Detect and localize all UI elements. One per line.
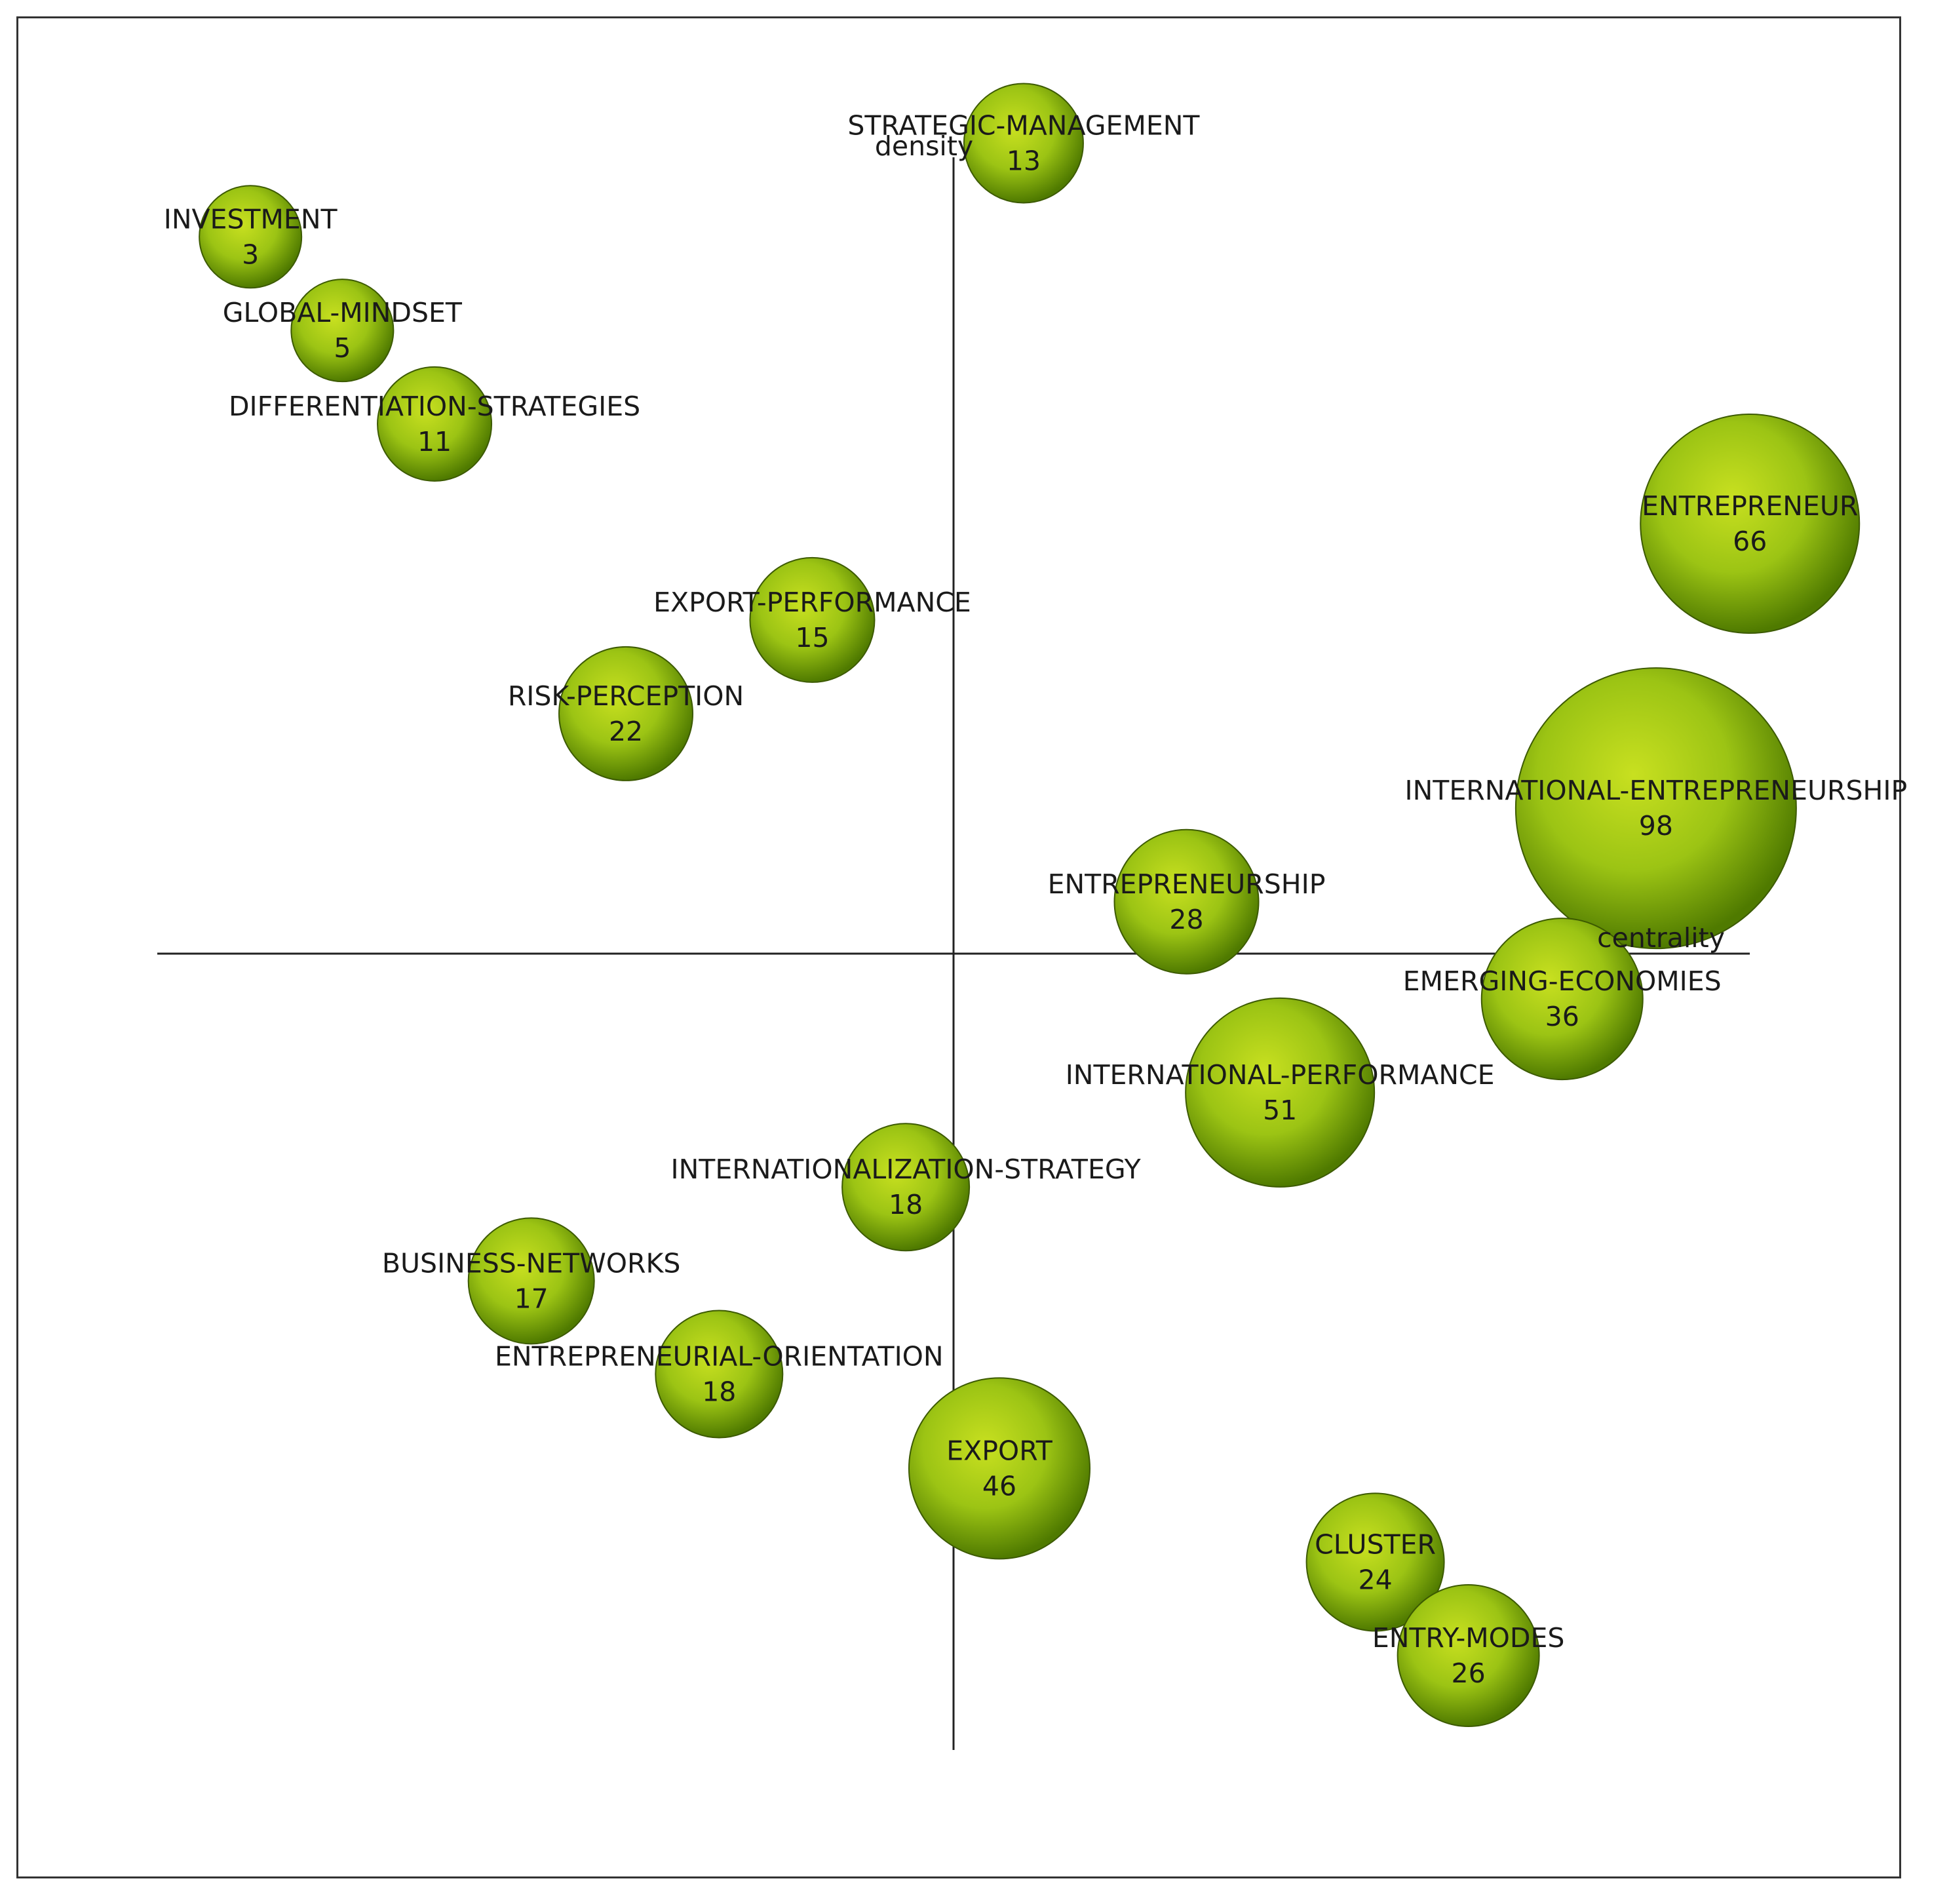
bubble-value: 66 — [1733, 526, 1767, 557]
bubble-value: 51 — [1263, 1095, 1297, 1126]
bubble-export-performance — [749, 556, 876, 683]
bubble-entry-modes — [1397, 1584, 1540, 1728]
bubble-label: STRATEGIC-MANAGEMENT — [847, 109, 1200, 141]
bubble-label: RISK-PERCEPTION — [508, 680, 744, 712]
bubble-value: 22 — [609, 716, 643, 747]
bubble-label: ENTREPRENEURSHIP — [1048, 868, 1326, 900]
bubble-entrepreneurial-orientation — [655, 1310, 784, 1439]
bubble-value: 13 — [1007, 145, 1041, 176]
bubble-risk-perception — [558, 646, 694, 781]
bubble-label: BUSINESS-NETWORKS — [382, 1247, 681, 1279]
bubble-value: 17 — [514, 1283, 549, 1314]
bubble-label: EXPORT — [946, 1435, 1052, 1466]
bubble-internationalization-strategy — [841, 1123, 971, 1252]
bubble-value: 5 — [334, 332, 351, 364]
bubble-differentiation-strategies — [377, 366, 493, 482]
bubble-label: DIFFERENTIATION-STRATEGIES — [229, 391, 640, 422]
bubble-value: 98 — [1639, 810, 1673, 842]
bubble-value: 24 — [1358, 1564, 1392, 1595]
bubble-label: CLUSTER — [1315, 1528, 1436, 1560]
bubble-strategic-management — [963, 83, 1084, 204]
bubble-value: 15 — [795, 622, 829, 653]
bubble-value: 46 — [982, 1470, 1016, 1502]
bubble-international-entrepreneurship — [1515, 667, 1797, 950]
bubble-label: ENTREPRENEURIAL-ORIENTATION — [495, 1341, 944, 1372]
y-axis-label: density — [875, 130, 973, 162]
bubble-value: 18 — [889, 1189, 923, 1220]
bubble-value: 11 — [417, 426, 452, 457]
bubble-label: INVESTMENT — [164, 203, 338, 235]
bubble-value: 18 — [702, 1376, 736, 1408]
bubble-label: EMERGING-ECONOMIES — [1403, 965, 1722, 997]
bubble-emerging-economies — [1480, 918, 1644, 1081]
bubble-international-performance — [1185, 997, 1376, 1188]
bubble-label: INTERNATIONAL-PERFORMANCE — [1066, 1059, 1495, 1091]
bubble-label: ENTREPRENEUR — [1642, 490, 1858, 522]
bubble-label: INTERNATIONAL-ENTREPRENEURSHIP — [1405, 775, 1908, 806]
bubble-value: 36 — [1545, 1001, 1579, 1032]
bubbles-layer — [199, 83, 1861, 1728]
bubble-entrepreneur — [1640, 414, 1861, 634]
bubble-value: 26 — [1452, 1658, 1486, 1689]
bubble-label: GLOBAL-MINDSET — [223, 297, 463, 328]
bubble-label: INTERNATIONALIZATION-STRATEGY — [671, 1154, 1142, 1185]
bubble-business-networks — [467, 1217, 595, 1345]
bubble-investment — [199, 185, 303, 289]
bubble-label: ENTRY-MODES — [1372, 1622, 1565, 1654]
x-axis-label: centrality — [1597, 922, 1725, 954]
labels-layer: density centrality STRATEGIC-MANAGEMENT 1… — [164, 109, 1907, 1689]
bubble-cluster — [1305, 1492, 1445, 1632]
bubble-value: 28 — [1169, 904, 1203, 935]
bubble-global-mindset — [290, 279, 395, 383]
bubble-label: EXPORT-PERFORMANCE — [653, 587, 971, 618]
bubble-export — [908, 1377, 1090, 1560]
bubble-value: 3 — [242, 239, 259, 270]
bubble-entrepreneurship — [1113, 828, 1260, 975]
